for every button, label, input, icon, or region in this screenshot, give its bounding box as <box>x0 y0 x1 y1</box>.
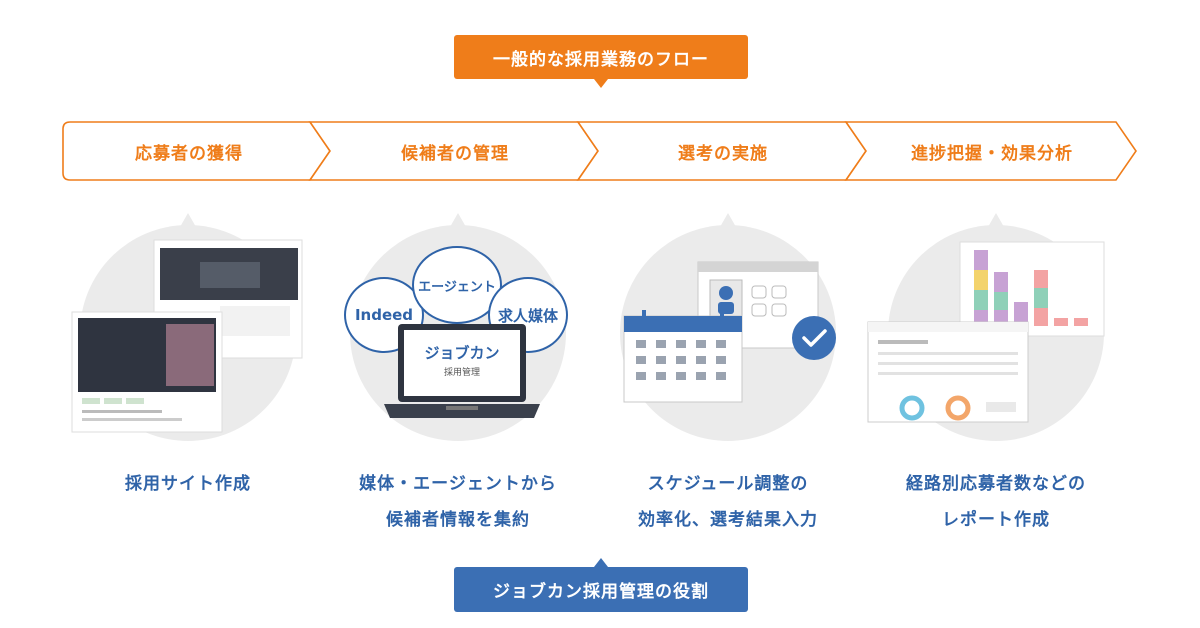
role-caption-2-line1: 媒体・エージェントから <box>359 474 557 494</box>
role-caption-3-line1: スケジュール調整の <box>647 474 809 494</box>
flow-step-1: 応募者の獲得 <box>135 143 243 164</box>
role-caption-1: 採用サイト作成 <box>43 466 333 502</box>
flow-step-2: 候補者の管理 <box>401 143 509 164</box>
role-caption-2: 媒体・エージェントから 候補者情報を集約 <box>313 466 603 538</box>
role-caption-3-line2: 効率化、選考結果入力 <box>638 510 818 530</box>
source-agent: エージェント <box>412 246 502 324</box>
recruiting-site-illustration <box>71 239 303 433</box>
laptop-app-title: ジョブカン <box>424 344 500 362</box>
role-caption-4: 経路別応募者数などの レポート作成 <box>851 466 1141 538</box>
scheduling-illustration <box>623 261 836 403</box>
laptop-illustration <box>384 324 540 418</box>
flow-step-shape-4 <box>844 121 1137 181</box>
flow-step-shape-1 <box>62 121 331 181</box>
role-footer-title: ジョブカン採用管理の役割 <box>493 582 709 602</box>
role-caption-4-line1: 経路別応募者数などの <box>906 474 1086 494</box>
role-caption-1-line1: 採用サイト作成 <box>125 474 251 494</box>
role-caption-3: スケジュール調整の 効率化、選考結果入力 <box>583 466 873 538</box>
flow-step-4: 進捗把握・効果分析 <box>911 143 1073 164</box>
source-indeed: Indeed <box>344 277 424 353</box>
flow-step-3: 選考の実施 <box>678 143 768 164</box>
role-footer-badge: ジョブカン採用管理の役割 <box>454 558 748 612</box>
laptop-app-subtitle: 採用管理 <box>443 368 480 378</box>
flow-header-title: 一般的な採用業務のフロー <box>493 49 709 70</box>
role-caption-2-line2: 候補者情報を集約 <box>386 510 530 530</box>
role-caption-4-line2: レポート作成 <box>942 510 1050 530</box>
report-illustration <box>867 241 1105 423</box>
flow-header-badge: 一般的な採用業務のフロー <box>454 35 748 88</box>
